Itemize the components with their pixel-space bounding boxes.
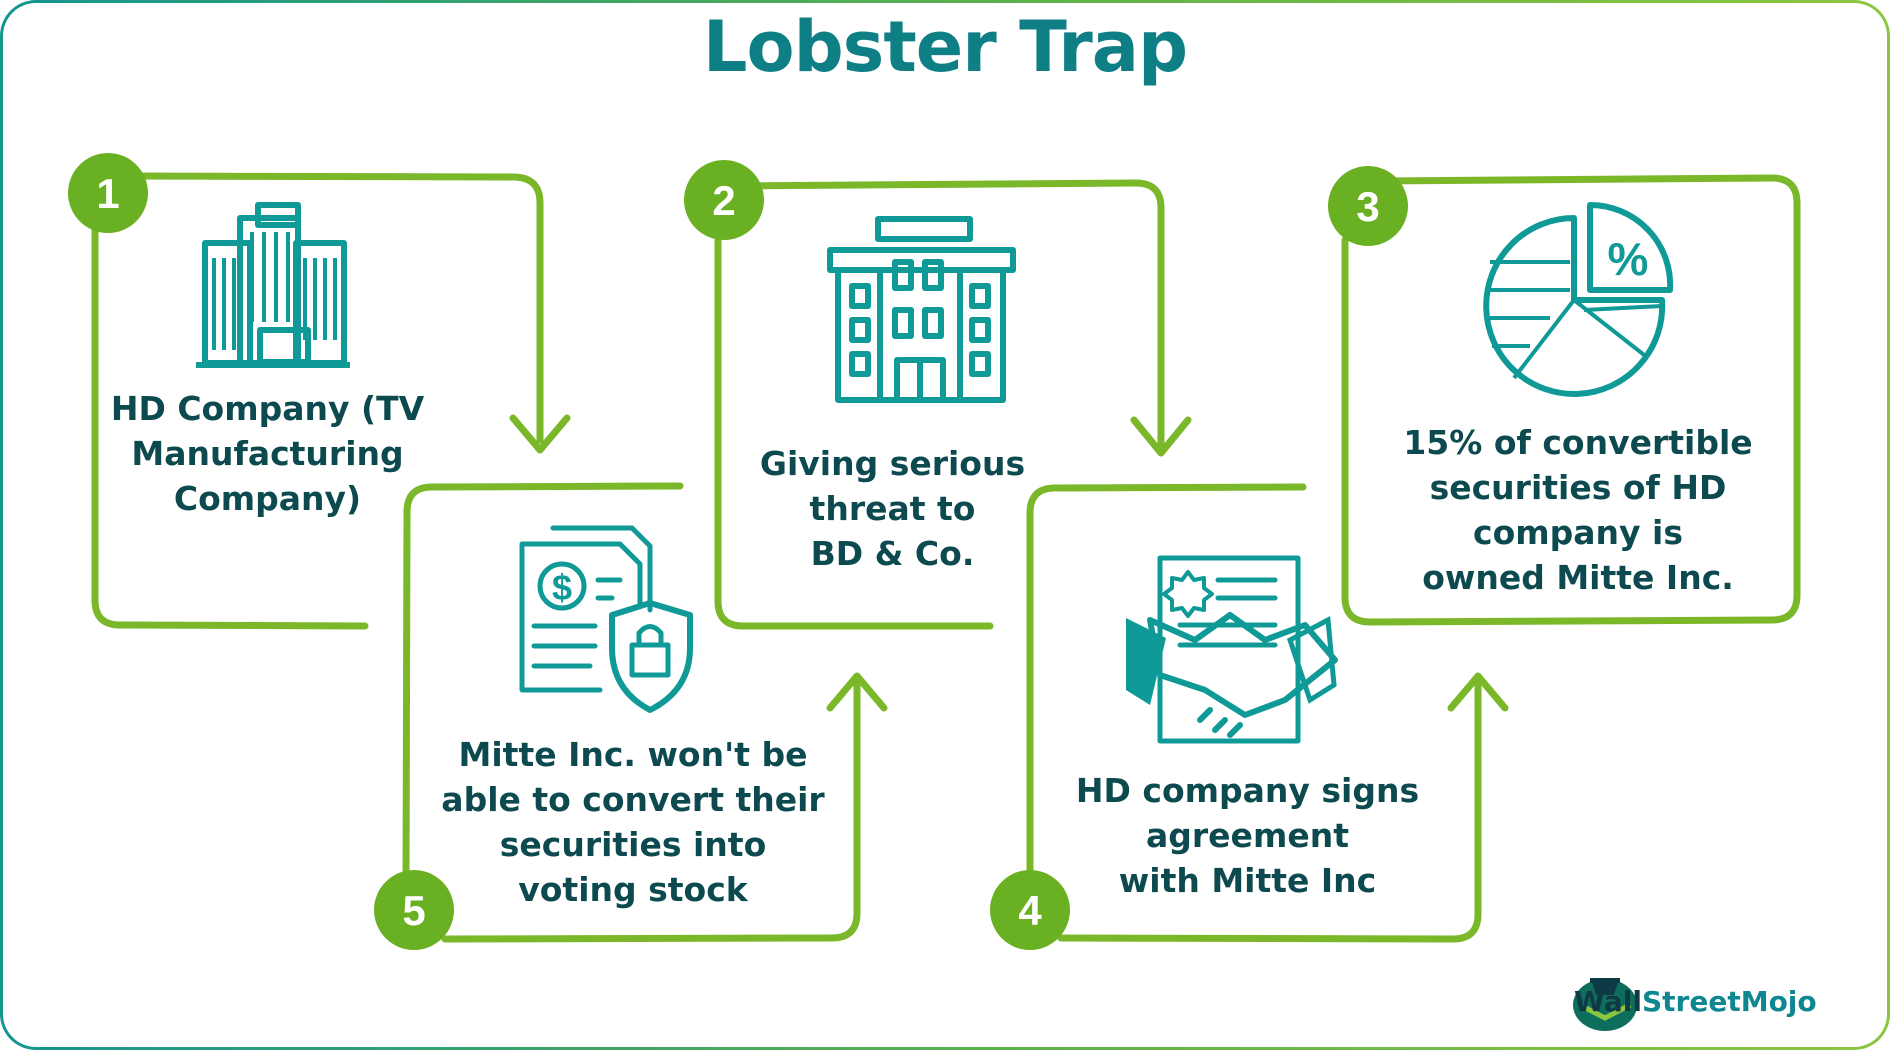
caption-line: owned Mitte Inc. bbox=[1422, 558, 1734, 597]
step-caption-2: Giving serious threat to BD & Co. bbox=[725, 441, 1060, 576]
caption-line: threat to bbox=[809, 489, 976, 528]
caption-line: with Mitte Inc bbox=[1118, 861, 1377, 900]
connector-step4 bbox=[1026, 483, 1509, 943]
caption-line: HD Company (TV bbox=[110, 389, 425, 428]
step-number: 4 bbox=[1018, 887, 1042, 934]
step-number: 5 bbox=[402, 887, 425, 934]
caption-line: Giving serious bbox=[759, 444, 1026, 483]
sleeve-left-shape bbox=[1126, 618, 1166, 705]
caption-line: Mitte Inc. won't be bbox=[458, 735, 808, 774]
caption-line: securities into bbox=[499, 825, 767, 864]
caption-line: agreement bbox=[1146, 816, 1349, 855]
wallstreetmojo-logo-icon bbox=[1573, 978, 1637, 1031]
step-badge-5: 5 bbox=[374, 870, 454, 950]
office-buildings-icon bbox=[196, 202, 350, 368]
step-badges: 1 2 3 4 5 bbox=[68, 153, 1408, 950]
step-caption-4: HD company signs agreement with Mitte Inc bbox=[1060, 768, 1435, 903]
brand-part1: Wall bbox=[1574, 985, 1642, 1018]
caption-line: Company) bbox=[173, 479, 362, 518]
caption-line: voting stock bbox=[518, 870, 748, 909]
connector-step2 bbox=[714, 179, 1192, 630]
caption-line: securities of HD bbox=[1429, 468, 1727, 507]
percent-symbol: % bbox=[1608, 233, 1649, 285]
brand-wordmark: WallStreetMojo bbox=[1574, 985, 1817, 1018]
step-caption-3: 15% of convertible securities of HD compan… bbox=[1378, 420, 1778, 600]
page-title: Lobster Trap bbox=[702, 6, 1188, 88]
step-badge-2: 2 bbox=[684, 160, 764, 240]
apartment-building-icon bbox=[827, 216, 1016, 403]
caption-line: 15% of convertible bbox=[1403, 423, 1753, 462]
caption-line: company is bbox=[1473, 513, 1683, 552]
connector-step1 bbox=[91, 172, 571, 630]
step-caption-5: Mitte Inc. won't be able to convert their… bbox=[428, 732, 838, 912]
handshake-agreement-icon bbox=[1147, 555, 1338, 744]
caption-line: HD company signs bbox=[1075, 771, 1420, 810]
connector-step5 bbox=[402, 482, 888, 943]
pie-chart-percent-icon bbox=[1483, 201, 1674, 397]
brand-part2: StreetMojo bbox=[1641, 985, 1817, 1018]
secure-financial-document-icon bbox=[519, 525, 693, 713]
connector-step3 bbox=[1341, 174, 1801, 626]
caption-line: able to convert their bbox=[441, 780, 825, 819]
dollar-symbol: $ bbox=[552, 567, 572, 608]
caption-line: BD & Co. bbox=[810, 534, 975, 573]
step-badge-4: 4 bbox=[990, 870, 1070, 950]
step-number: 3 bbox=[1356, 183, 1379, 230]
step-badge-3: 3 bbox=[1328, 166, 1408, 246]
caption-line: Manufacturing bbox=[131, 434, 404, 473]
step-badge-1: 1 bbox=[68, 153, 148, 233]
step-number: 2 bbox=[712, 177, 735, 224]
step-number: 1 bbox=[96, 170, 119, 217]
sleeve-right-shape bbox=[1286, 616, 1337, 704]
